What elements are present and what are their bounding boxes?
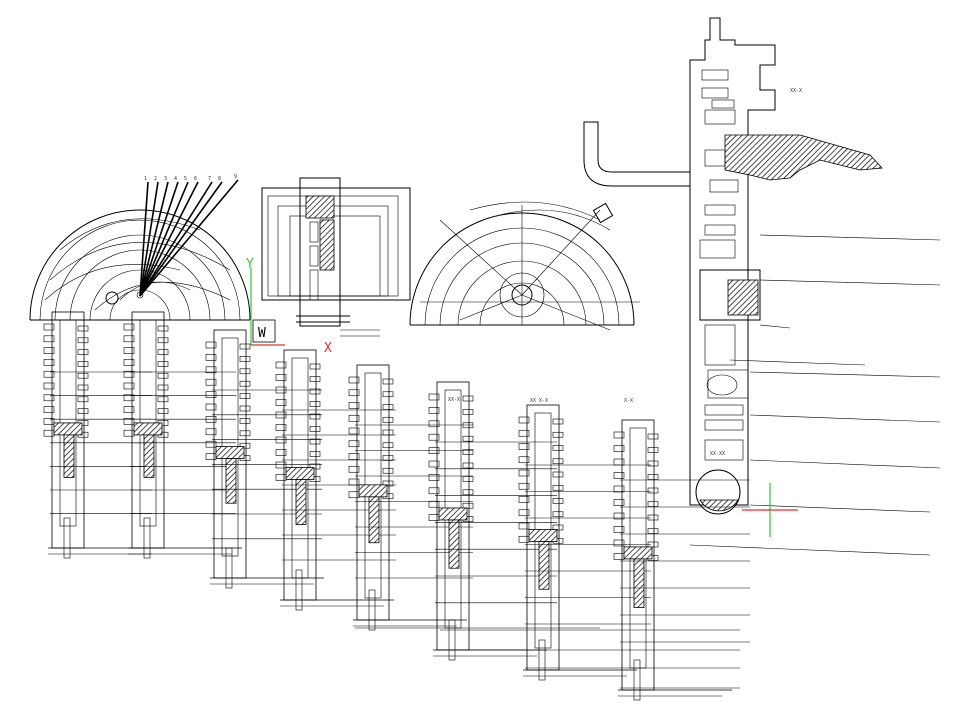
right-circular-view (409, 121, 691, 331)
section-label-3: X-X (624, 398, 633, 404)
section-profile (123, 311, 242, 559)
section-profile (275, 349, 396, 611)
ucs-w-label: W (258, 326, 266, 341)
section-profile (205, 329, 324, 589)
svg-text:8: 8 (218, 176, 221, 182)
ucs-x-label: X (324, 341, 332, 356)
section-profile (518, 404, 651, 681)
ucs-icon: Y W X (246, 257, 332, 356)
svg-text:5: 5 (184, 176, 187, 182)
section-label-0: XX-XX (710, 451, 725, 457)
section-series (43, 311, 750, 701)
center-section-view (261, 177, 411, 337)
svg-text:9: 9 (234, 174, 237, 180)
left-circular-view: 1 2 3 4 5 6 7 8 9 (29, 174, 251, 321)
svg-text:6: 6 (194, 176, 197, 182)
section-profile (348, 364, 473, 631)
svg-text:4: 4 (174, 176, 177, 182)
svg-text:3: 3 (164, 176, 167, 182)
svg-text:7: 7 (208, 176, 211, 182)
ucs-y-label: Y (246, 257, 254, 272)
svg-text:1: 1 (144, 176, 147, 182)
section-profile (613, 419, 750, 701)
radial-leader-fan (139, 179, 239, 297)
section-profile (428, 381, 557, 661)
svg-text:2: 2 (154, 176, 157, 182)
section-label-1: XX-X (448, 397, 460, 403)
section-label-2: XX X-X (530, 398, 548, 404)
section-label-4: XX-X (790, 88, 802, 94)
right-tall-elevation (689, 17, 941, 556)
